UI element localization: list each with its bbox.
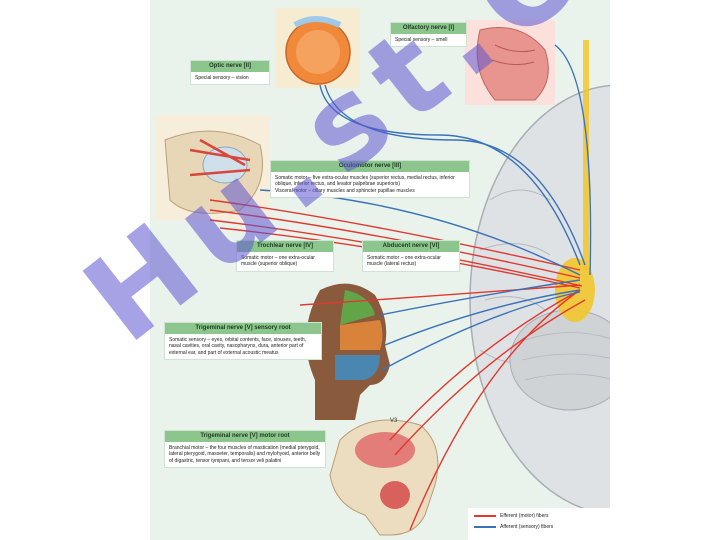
abducent-nerve-title: Abducent nerve [VI] bbox=[363, 241, 459, 252]
orbit-illustration bbox=[155, 115, 270, 220]
trigeminal-sensory-box: Trigeminal nerve [V] sensory root Somati… bbox=[164, 322, 322, 360]
eye-illustration bbox=[275, 8, 360, 88]
legend-efferent-label: Efferent (motor) fibers bbox=[500, 513, 549, 519]
legend: Efferent (motor) fibers Afferent (sensor… bbox=[468, 508, 610, 540]
head-illustration bbox=[306, 283, 390, 420]
legend-efferent: Efferent (motor) fibers bbox=[474, 513, 604, 519]
v3-label: V3 bbox=[390, 418, 398, 424]
afferent-swatch bbox=[474, 526, 496, 528]
trigeminal-motor-description: Branchial motor – the four muscles of ma… bbox=[169, 444, 321, 464]
skull-illustration bbox=[329, 419, 439, 536]
oculomotor-nerve-box: Oculomotor nerve [III] Somatic motor – f… bbox=[270, 160, 470, 198]
trigeminal-motor-box: Trigeminal nerve [V] motor root Branchia… bbox=[164, 430, 326, 468]
oculomotor-nerve-title: Oculomotor nerve [III] bbox=[271, 161, 469, 172]
efferent-swatch bbox=[474, 515, 496, 517]
trigeminal-motor-title: Trigeminal nerve [V] motor root bbox=[165, 431, 325, 442]
illustration bbox=[155, 8, 610, 536]
trochlear-nerve-description: Somatic motor – one extra-ocular muscle … bbox=[241, 254, 315, 268]
optic-nerve-description: Special sensory – vision bbox=[195, 74, 249, 81]
trochlear-nerve-box: Trochlear nerve [IV] Somatic motor – one… bbox=[236, 240, 334, 272]
trigeminal-sensory-description: Somatic sensory – eyes, orbital contents… bbox=[169, 336, 307, 356]
abducent-nerve-description: Somatic motor – one extra-ocular muscle … bbox=[367, 254, 441, 268]
afferent-fibers bbox=[259, 44, 592, 371]
trochlear-nerve-title: Trochlear nerve [IV] bbox=[237, 241, 333, 252]
optic-nerve-box: Optic nerve [II] Special sensory – visio… bbox=[190, 60, 270, 85]
abducent-nerve-box: Abducent nerve [VI] Somatic motor – one … bbox=[362, 240, 460, 272]
olfactory-nerve-box: Olfactory nerve [I] Special sensory – sm… bbox=[390, 22, 467, 47]
olfactory-nerve-title: Olfactory nerve [I] bbox=[391, 23, 466, 34]
olfactory-nerve-description: Special sensory – smell bbox=[395, 36, 448, 43]
nose-illustration bbox=[465, 20, 555, 105]
legend-afferent-label: Afferent (sensory) fibers bbox=[500, 524, 554, 530]
brain-inferior-view bbox=[469, 40, 610, 516]
optic-nerve-title: Optic nerve [II] bbox=[191, 61, 269, 72]
olfactory-tract bbox=[583, 40, 589, 270]
oculomotor-nerve-description: Somatic motor – five extra-ocular muscle… bbox=[275, 174, 455, 194]
trigeminal-sensory-title: Trigeminal nerve [V] sensory root bbox=[165, 323, 321, 334]
cranial-nerves-figure: Olfactory nerve [I] Special sensory – sm… bbox=[150, 0, 610, 540]
legend-afferent: Afferent (sensory) fibers bbox=[474, 524, 604, 530]
